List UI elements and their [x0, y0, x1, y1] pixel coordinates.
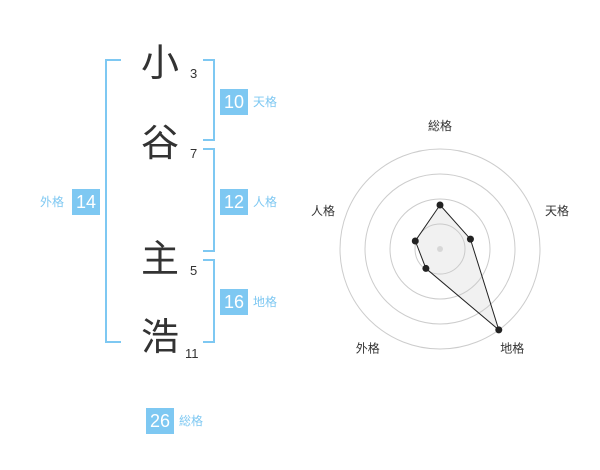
- radar-series-polygon: [414, 204, 500, 332]
- radar-point-2: [466, 235, 474, 243]
- stroke-count-4: 11: [185, 346, 199, 361]
- stroke-count-3: 5: [190, 263, 198, 278]
- jinkaku-score: 12: [220, 189, 248, 215]
- radar-ring-1: [414, 223, 466, 275]
- radar-ring-4: [339, 148, 541, 350]
- gaikaku-score: 14: [72, 189, 100, 215]
- stroke-count-2: 7: [190, 146, 198, 161]
- radar-axis-label-1: 総格: [428, 118, 452, 133]
- chikaku-label: 地格: [253, 295, 278, 309]
- soukaku-score: 26: [146, 408, 174, 434]
- radar-point-4: [422, 264, 430, 272]
- jinkaku-bracket: [203, 148, 215, 252]
- radar-ring-3: [364, 173, 516, 325]
- radar-point-5: [411, 237, 419, 245]
- soukaku-label: 総格: [179, 414, 204, 428]
- chikaku-bracket: [203, 259, 215, 343]
- name-char-1: 小: [141, 41, 180, 85]
- name-char-2: 谷: [141, 121, 180, 165]
- radar-point-3: [495, 326, 503, 334]
- radar-point-1: [436, 201, 444, 209]
- radar-center: [437, 246, 443, 252]
- gaikaku-label: 外格: [40, 195, 65, 209]
- radar-axis-label-4: 外格: [356, 341, 380, 356]
- radar-ring-2: [389, 198, 491, 300]
- tenkaku-bracket: [203, 59, 215, 141]
- radar-axis-label-5: 人格: [311, 203, 335, 218]
- tenkaku-score: 10: [220, 89, 248, 115]
- name-char-3: 主: [141, 237, 180, 281]
- radar-axis-label-2: 天格: [545, 203, 569, 218]
- name-char-4: 浩: [141, 315, 180, 359]
- chikaku-score: 16: [220, 289, 248, 315]
- jinkaku-label: 人格: [253, 195, 278, 209]
- tenkaku-label: 天格: [253, 95, 278, 109]
- gaikaku-bracket: [105, 59, 121, 343]
- radar-axis-label-3: 地格: [500, 341, 524, 356]
- stroke-count-1: 3: [190, 66, 198, 81]
